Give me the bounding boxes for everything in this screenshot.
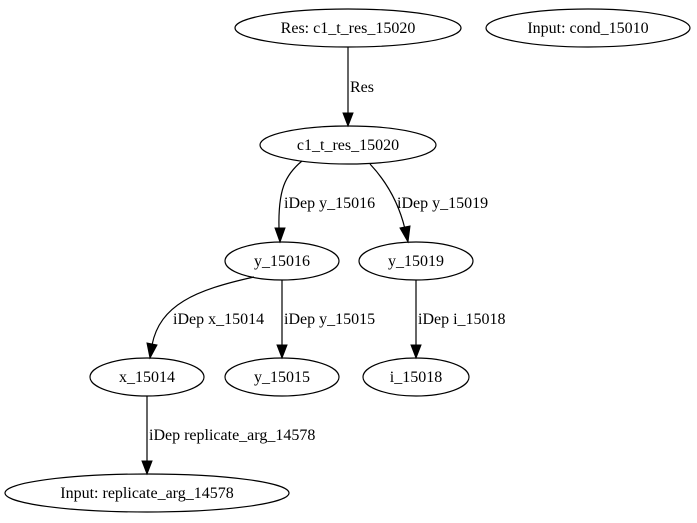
edge-res-to-c1: Res <box>342 47 374 128</box>
node-res-label: Res: c1_t_res_15020 <box>281 20 416 37</box>
node-i-15018[interactable]: i_15018 <box>362 357 470 397</box>
node-c1-t-res[interactable]: c1_t_res_15020 <box>259 125 437 165</box>
node-y-15019[interactable]: y_15019 <box>358 241 474 281</box>
node-c1-t-res-label: c1_t_res_15020 <box>297 137 399 154</box>
edge-y16-to-y15: iDep y_15015 <box>276 280 375 360</box>
node-y-15015[interactable]: y_15015 <box>224 357 340 397</box>
edge-x14-to-replicate-label: iDep replicate_arg_14578 <box>149 427 315 444</box>
edge-y16-to-x14: iDep x_15014 <box>146 276 264 360</box>
edge-c1-to-y16-arrowhead <box>274 227 286 244</box>
edge-c1-to-y19-label: iDep y_15019 <box>397 195 488 212</box>
node-y-15015-label: y_15015 <box>254 369 310 386</box>
node-res[interactable]: Res: c1_t_res_15020 <box>234 8 462 48</box>
edge-y16-to-y15-arrowhead <box>276 344 288 360</box>
edge-y16-to-x14-line <box>151 276 255 346</box>
node-input-cond[interactable]: Input: cond_15010 <box>485 8 691 48</box>
edge-x14-to-replicate-arrowhead <box>141 460 153 476</box>
edge-y16-to-x14-label: iDep x_15014 <box>173 311 264 328</box>
node-y-15019-label: y_15019 <box>388 253 444 270</box>
edge-c1-to-y16-line <box>278 160 303 230</box>
edge-c1-to-y19-line <box>369 163 406 230</box>
edge-y19-to-i18-arrowhead <box>410 344 422 360</box>
edge-res-to-c1-arrowhead <box>342 112 354 128</box>
node-input-cond-label: Input: cond_15010 <box>527 20 648 37</box>
edge-c1-to-y16: iDep y_15016 <box>274 160 375 244</box>
node-y-15016[interactable]: y_15016 <box>224 241 340 281</box>
edge-c1-to-y19: iDep y_15019 <box>369 163 488 244</box>
edge-c1-to-y16-label: iDep y_15016 <box>284 195 375 212</box>
edge-y16-to-x14-arrowhead <box>146 342 158 360</box>
edge-y19-to-i18-label: iDep i_15018 <box>418 311 506 328</box>
node-x-15014[interactable]: x_15014 <box>89 357 205 397</box>
node-x-15014-label: x_15014 <box>119 369 175 386</box>
edge-x14-to-replicate: iDep replicate_arg_14578 <box>141 396 315 476</box>
edge-y16-to-y15-label: iDep y_15015 <box>284 311 375 328</box>
edge-c1-to-y19-arrowhead <box>399 225 411 244</box>
node-input-replicate-label: Input: replicate_arg_14578 <box>60 485 233 502</box>
node-i-15018-label: i_15018 <box>390 369 442 386</box>
node-y-15016-label: y_15016 <box>254 253 310 270</box>
edge-res-to-c1-label: Res <box>350 79 374 96</box>
node-input-replicate[interactable]: Input: replicate_arg_14578 <box>4 473 290 513</box>
edge-y19-to-i18: iDep i_15018 <box>410 280 506 360</box>
